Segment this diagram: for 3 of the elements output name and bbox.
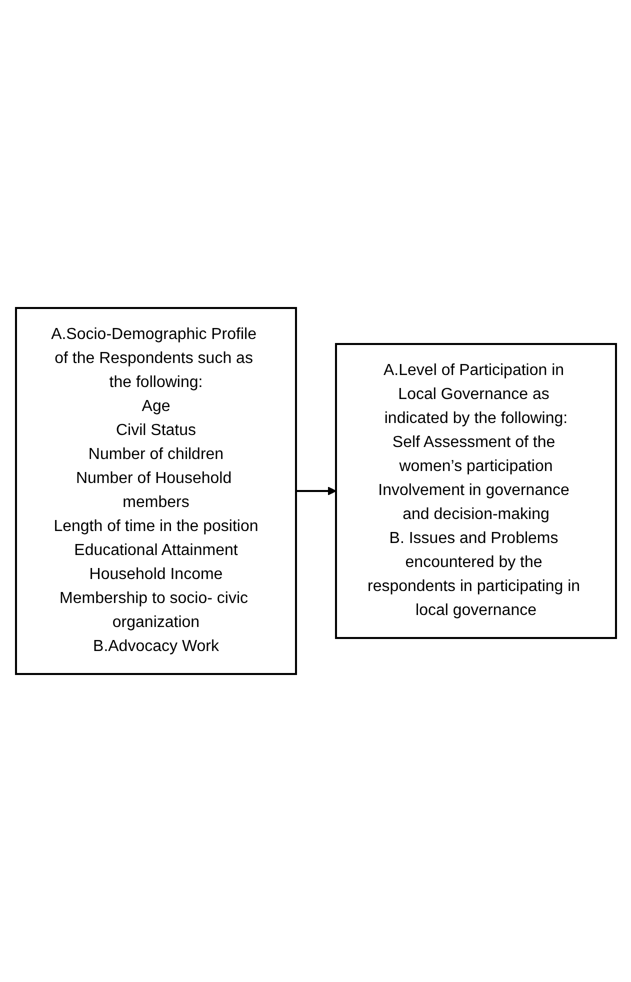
node-box: A.Socio-Demographic Profile of the Respondents such as the following: Age Civil Status Number of children Number of Household members Length of time in the position Educational Attainment Household Income Membership to socio- civic organization B.Advocacy Work (14, 307, 296, 675)
arrow (296, 486, 336, 496)
node-box: A.Level of Participation in Local Governance as indicated by the following: Self Assessment of the women’s participation Involvement in governance and decision-making B. Issues and Problems encountered by the respondents in participating in local governance (334, 343, 616, 639)
